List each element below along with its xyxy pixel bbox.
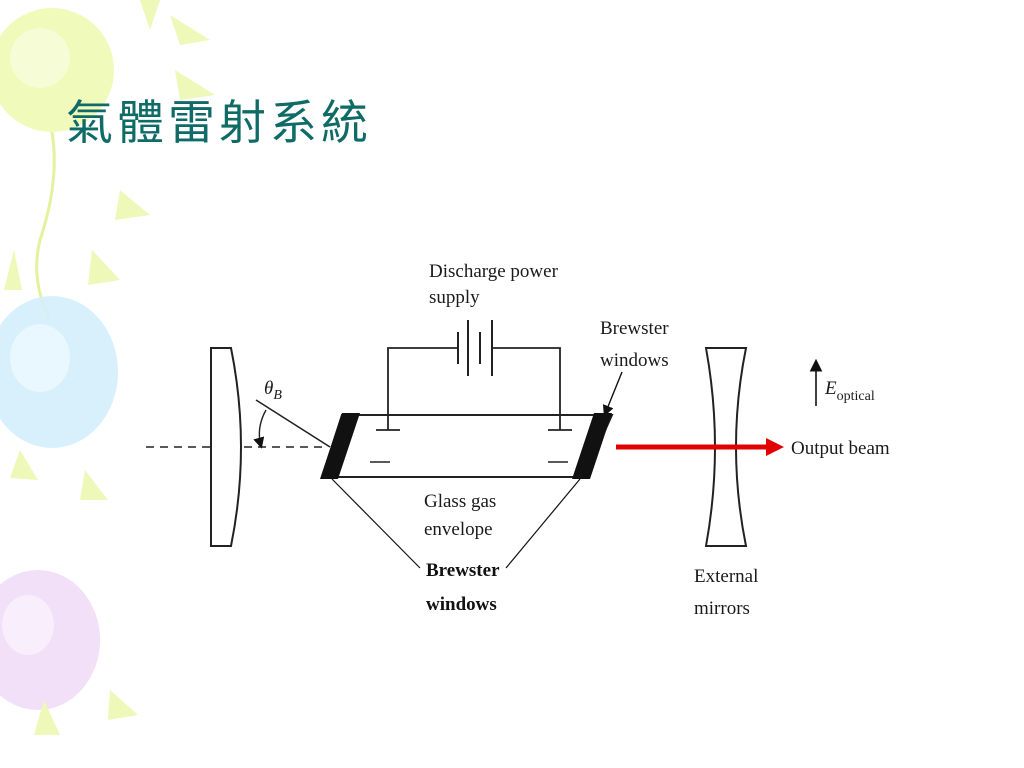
battery-icon (457, 320, 493, 376)
brewster-top-leader (602, 371, 623, 417)
external-mirrors-label-line1: External (694, 566, 758, 587)
output-beam-label: Output beam (791, 438, 890, 459)
balloon-blue (0, 296, 118, 448)
brewster-windows-bottom-label-line1: Brewster (426, 560, 500, 581)
glass-envelope-label-line2: envelope (424, 519, 493, 540)
brewster-angle-arc (253, 409, 267, 449)
supply-wire-right (492, 347, 561, 350)
gas-laser-diagram: θB Discharge power supply Brewster windo… (146, 261, 890, 619)
brewster-bottom-leaders (331, 478, 581, 569)
theta-label: θB (264, 378, 282, 403)
glass-envelope-label-line1: Glass gas (424, 491, 496, 512)
external-mirrors-label-line2: mirrors (694, 598, 750, 619)
glass-gas-envelope (320, 414, 614, 478)
balloon-yellow (0, 8, 114, 321)
electrode-left (376, 350, 400, 431)
e-optical-label: Eoptical (824, 378, 875, 404)
supply-wire-left (387, 347, 458, 350)
electrode-right (548, 350, 572, 431)
balloon-purple (0, 570, 100, 710)
laser-diagram-panel: θB Discharge power supply Brewster windo… (128, 250, 912, 622)
brewster-window-right (572, 413, 612, 479)
left-external-mirror (210, 347, 242, 547)
brewster-windows-top-label-line1: Brewster (600, 318, 669, 339)
power-supply-label-line2: supply (429, 287, 480, 308)
brewster-window-left (320, 413, 360, 479)
brewster-windows-bottom-label-line2: windows (426, 594, 497, 615)
power-supply-label-line1: Discharge power (429, 261, 559, 282)
slide-title: 氣體雷射系統 (66, 96, 372, 151)
sunburst-rays (4, 0, 215, 735)
brewster-angle-ray (255, 399, 331, 448)
output-beam-arrow (616, 438, 784, 456)
brewster-windows-top-label-line2: windows (600, 350, 669, 371)
